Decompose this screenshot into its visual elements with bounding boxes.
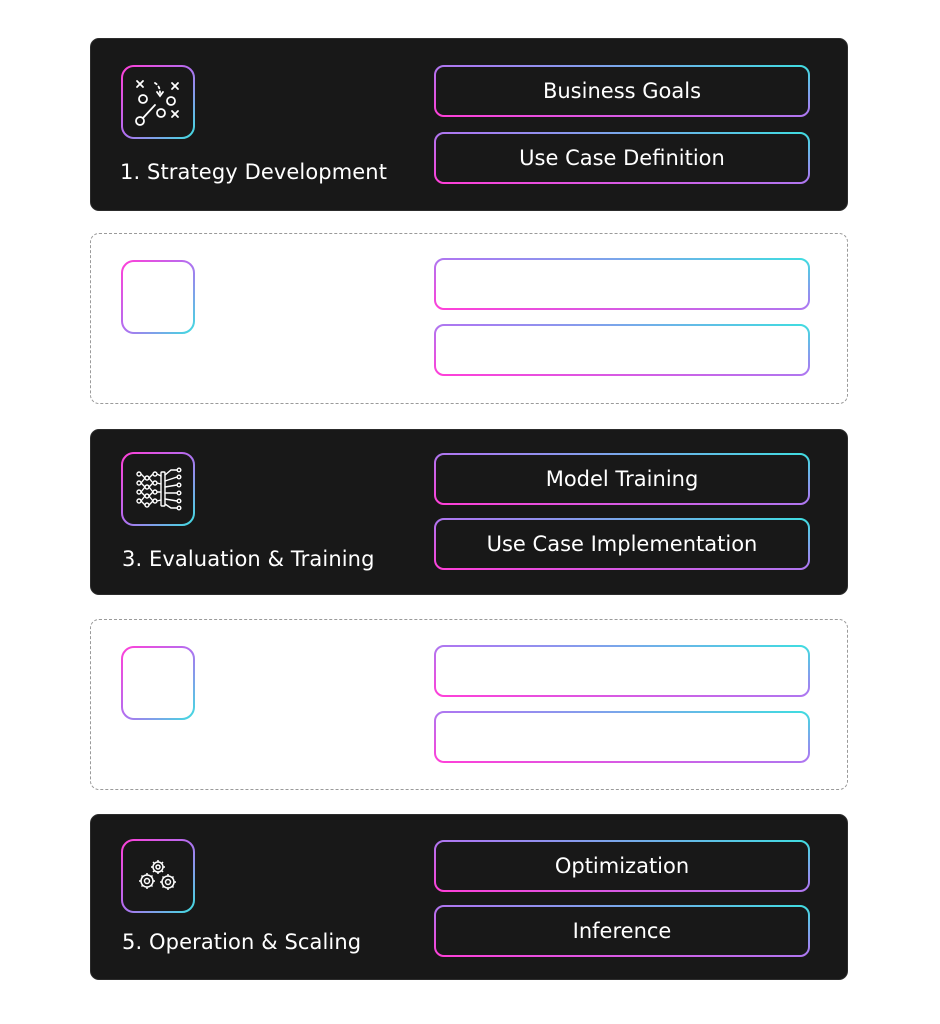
stage-item-label	[434, 645, 810, 697]
stage-item-label	[434, 324, 810, 376]
stage-card-strategy-development: 1. Strategy Development Business Goals U…	[90, 38, 848, 211]
stage-item-label	[434, 258, 810, 310]
stage-item-pill	[434, 711, 810, 763]
stage-item-pill	[434, 258, 810, 310]
stage-icon-tile	[121, 452, 195, 526]
stage-card-placeholder	[90, 233, 848, 404]
stage-icon-tile	[121, 646, 195, 720]
stage-icon-tile	[121, 65, 195, 139]
stage-item-label: Use Case Implementation	[486, 532, 758, 556]
stage-item-label: Inference	[572, 919, 672, 943]
stage-icon-tile	[121, 260, 195, 334]
stage-item-pill: Optimization	[434, 840, 810, 892]
stage-card-operation-scaling: 5. Operation & Scaling Optimization Infe…	[90, 814, 848, 980]
stage-card-evaluation-training: 3. Evaluation & Training Model Training …	[90, 429, 848, 595]
stage-item-label	[434, 711, 810, 763]
stage-item-label: Use Case Definition	[519, 146, 725, 170]
stage-item-pill: Use Case Definition	[434, 132, 810, 184]
stage-card-placeholder	[90, 619, 848, 790]
stage-title: 5. Operation & Scaling	[122, 930, 362, 954]
stage-item-pill: Business Goals	[434, 65, 810, 117]
strategy-play-icon	[135, 80, 179, 126]
stage-item-pill	[434, 324, 810, 376]
stage-item-label: Model Training	[545, 467, 699, 491]
stage-item-pill: Use Case Implementation	[434, 518, 810, 570]
stage-title: 3. Evaluation & Training	[122, 547, 375, 571]
stage-title: 1. Strategy Development	[120, 160, 388, 184]
neural-network-icon	[136, 467, 182, 511]
stage-item-label: Business Goals	[542, 79, 702, 103]
stage-item-label: Optimization	[554, 854, 690, 878]
stage-icon-tile	[121, 839, 195, 913]
stage-item-pill: Inference	[434, 905, 810, 957]
stage-item-pill	[434, 645, 810, 697]
gears-icon	[139, 860, 176, 890]
stage-item-pill: Model Training	[434, 453, 810, 505]
